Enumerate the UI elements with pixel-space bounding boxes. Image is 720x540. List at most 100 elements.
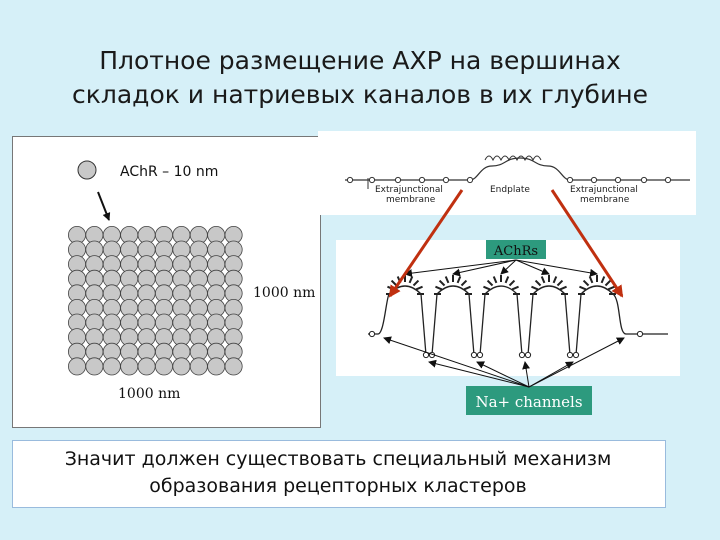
achr-spike (483, 285, 491, 291)
single-achr-circle (77, 160, 97, 180)
achrs-label: AChRs (493, 244, 538, 259)
membrane-beads (346, 176, 672, 184)
achr-cluster-fans (386, 275, 616, 295)
achr-spike (582, 279, 590, 287)
membrane-profile (345, 157, 690, 181)
fold-bead (566, 351, 574, 359)
achr-spike (463, 285, 471, 291)
junctional-fold-membrane (368, 285, 668, 356)
membrane-bead (466, 176, 474, 184)
na-pointer-arrow (476, 361, 530, 388)
achrs-pointer-arrow (452, 259, 517, 277)
grid-receptor-circle (224, 357, 243, 376)
grid-receptor-circle (154, 357, 173, 376)
conclusion-box (12, 440, 666, 508)
achr-spike (531, 285, 539, 291)
achr-spike (588, 276, 594, 284)
achr-spike (604, 279, 612, 287)
extrajunctional-right-label-2: membrane (580, 195, 630, 205)
membrane-bead (346, 176, 354, 184)
grid-receptor-circle (172, 357, 191, 376)
extrajunctional-right-label-1: Extrajunctional (570, 185, 638, 195)
na-pointer-arrow (522, 361, 531, 388)
na-channels-label: Na+ channels (475, 393, 582, 411)
achr-spike (607, 285, 615, 291)
achr-spike (504, 276, 510, 284)
membrane-bead (566, 176, 574, 184)
achr-spike (559, 285, 567, 291)
fold-bead (572, 351, 580, 359)
achr-spike (456, 276, 462, 284)
title-line-1: Плотное размещение АХР на вершинах (99, 46, 621, 75)
membrane-bead (394, 176, 402, 184)
grid-receptor-circle (137, 357, 156, 376)
achr-spike (460, 279, 468, 287)
membrane-bead (614, 176, 622, 184)
na-channels-pointer-arrows (383, 336, 625, 388)
fold-bead (636, 330, 644, 338)
grid-receptor-circle (207, 357, 226, 376)
achr-spike (552, 276, 558, 284)
conclusion-line-1: Значит должен существовать специальный м… (64, 448, 612, 470)
achr-spike (390, 279, 398, 287)
achr-cluster-fan (530, 275, 568, 295)
na-pointer-arrow (428, 359, 530, 388)
fold-bead (476, 351, 484, 359)
title-line-2: складок и натриевых каналов в их глубине (72, 80, 648, 109)
achr-spike (508, 279, 516, 287)
achr-cluster-fan (482, 275, 520, 295)
membrane-bead (640, 176, 648, 184)
achrs-pointer-arrow (515, 259, 550, 275)
achr-spike (511, 285, 519, 291)
achr-spike (556, 279, 564, 287)
endplate-label: Endplate (490, 185, 530, 195)
fold-bead (524, 351, 532, 359)
na-channels-label-box (466, 386, 592, 415)
fold-bead (518, 351, 526, 359)
achr-spike (412, 279, 420, 287)
grid-receptor-circle (120, 357, 139, 376)
achrs-pointer-arrow (500, 259, 517, 275)
red-arrow-left (388, 189, 464, 298)
grid-width-label: 1000 nm (118, 386, 180, 402)
achr-packing-grid (68, 225, 243, 376)
na-pointer-arrow (528, 337, 625, 388)
endplate-overview-panel (318, 131, 696, 215)
achr-spike (435, 285, 443, 291)
achr-spike (600, 276, 606, 284)
membrane-bead (442, 176, 450, 184)
achr-spike (492, 276, 498, 284)
achr-spike (486, 279, 494, 287)
achrs-label-box (486, 240, 546, 259)
grid-receptor-circle (68, 357, 87, 376)
achrs-pointer-arrow (515, 259, 598, 277)
receptor-packing-panel (12, 136, 321, 428)
conclusion-line-2: образования рецепторных кластеров (149, 475, 527, 497)
membrane-bead (418, 176, 426, 184)
achrs-pointer-arrows (404, 259, 598, 278)
slide-title: Плотное размещение АХР на вершинах склад… (0, 44, 720, 112)
achr-spike (534, 279, 542, 287)
membrane-bead (590, 176, 598, 184)
junctional-folds-panel (336, 240, 680, 376)
grid-receptor-circle (102, 357, 121, 376)
achr-spike (579, 285, 587, 291)
achr-size-label: AChR – 10 nm (120, 164, 218, 180)
achrs-pointer-arrow (404, 259, 517, 278)
achr-spike (415, 285, 423, 291)
achr-spike (444, 276, 450, 284)
achr-spike (438, 279, 446, 287)
membrane-bead (664, 176, 672, 184)
grid-receptor-circle (189, 357, 208, 376)
extrajunctional-left-label-1: Extrajunctional (375, 185, 443, 195)
grid-receptor-circle (85, 357, 104, 376)
endplate-receptor-coils (484, 155, 542, 162)
red-arrow-right (550, 189, 624, 298)
achr-pointer-arrow (97, 191, 111, 221)
achr-spike (540, 276, 546, 284)
membrane-bead (368, 176, 376, 184)
fold-bead (368, 330, 376, 338)
extrajunctional-left-label-2: membrane (386, 195, 436, 205)
fold-beads (368, 330, 644, 359)
